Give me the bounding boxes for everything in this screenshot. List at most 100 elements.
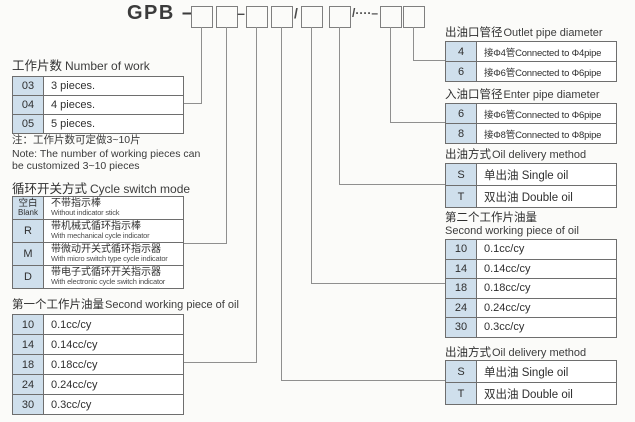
table-row: 8 接Φ8管Connected to Φ8pipe — [446, 123, 616, 143]
desc-cell: 带机械式循环指示棒 With mechanical cycle indicato… — [51, 220, 150, 241]
enter-pipe-title: 入油口管径Enter pipe diameter — [445, 89, 600, 101]
table-row: S 单出油 Single oil — [446, 361, 616, 382]
first-piece-oil-title: 第一个工作片油量Second working piece of oil — [12, 299, 239, 311]
table-row: 05 5 pieces. — [13, 114, 183, 133]
code-cell: 8 — [446, 124, 477, 143]
code-cell: M — [13, 243, 44, 265]
note-chinese: 注：工作片数可定做3~10片 — [12, 134, 141, 146]
outlet-pipe-table: 4 接Φ4管Connected to Φ4pipe 6 接Φ6管Connecte… — [445, 41, 617, 82]
desc-cell: 双出油 Double oil — [484, 191, 573, 204]
desc-cell: 不带指示棒 Without indicator stick — [51, 197, 120, 218]
connector-box1-vertical — [201, 27, 202, 103]
desc-cell: 0.14cc/cy — [484, 262, 531, 275]
code-cell: 6 — [446, 62, 477, 81]
table-row: 4 接Φ4管Connected to Φ4pipe — [446, 42, 616, 61]
code-box-7 — [380, 6, 402, 28]
code-cell: 4 — [446, 42, 477, 61]
desc-cell: 5 pieces. — [51, 118, 96, 130]
model-prefix: GPB – — [127, 2, 195, 24]
code-cell: 30 — [446, 318, 477, 337]
oil-delivery-2-title: 出油方式Oil delivery method — [445, 347, 587, 359]
desc-cell: 0.1cc/cy — [51, 318, 92, 331]
connector-box6-vertical — [339, 27, 340, 184]
code-box-6 — [329, 6, 351, 28]
table-row: 24 0.24cc/cy — [446, 297, 616, 317]
connector-box3-horizontal — [182, 362, 257, 363]
code-cell: 24 — [446, 298, 477, 317]
oil-delivery-1-title: 出油方式Oil delivery method — [445, 149, 587, 161]
code-cell: 18 — [446, 279, 477, 298]
code-cell: 10 — [13, 315, 44, 334]
table-row: R 带机械式循环指示棒 With mechanical cycle indica… — [13, 219, 183, 242]
desc-cell: 0.1cc/cy — [484, 243, 525, 256]
table-row: 30 0.3cc/cy — [13, 394, 183, 414]
table-row: 24 0.24cc/cy — [13, 374, 183, 394]
code-cell: 24 — [13, 375, 44, 394]
code-box-2 — [216, 6, 238, 28]
table-row: 空白 Blank 不带指示棒 Without indicator stick — [13, 197, 183, 219]
connector-box7-vertical — [390, 27, 391, 122]
table-row: 30 0.3cc/cy — [446, 317, 616, 337]
table-row: S 单出油 Single oil — [446, 164, 616, 185]
code-cell: 05 — [13, 115, 44, 133]
table-row: T 双出油 Double oil — [446, 185, 616, 207]
note-english-line2: be customized 3~10 pieces — [12, 160, 140, 172]
desc-cell: 单出油 Single oil — [484, 366, 569, 379]
note-english-line1: Note: The number of working pieces can — [12, 148, 201, 160]
table-row: 18 0.18cc/cy — [13, 354, 183, 374]
code-separator-slash: / — [294, 5, 298, 21]
connector-box1-horizontal — [182, 103, 202, 104]
code-separator-slash-dots: /····– — [352, 6, 378, 20]
code-cell: D — [13, 266, 44, 288]
second-piece-oil-table: 10 0.1cc/cy 14 0.14cc/cy 18 0.18cc/cy 24… — [445, 239, 617, 338]
code-cell: 14 — [13, 335, 44, 354]
table-row: 10 0.1cc/cy — [13, 315, 183, 334]
enter-pipe-table: 6 接Φ6管Connected to Φ6pipe 8 接Φ8管Connecte… — [445, 103, 617, 144]
code-cell: 空白 Blank — [13, 197, 44, 219]
oil-delivery-2-table: S 单出油 Single oil T 双出油 Double oil — [445, 360, 617, 405]
desc-cell: 接Φ6管Connected to Φ6pipe — [484, 109, 602, 121]
connector-box2-vertical — [226, 27, 227, 243]
connector-box2-horizontal — [182, 243, 227, 244]
connector-box7-horizontal — [390, 122, 445, 123]
code-cell: 03 — [13, 77, 44, 95]
outlet-pipe-title: 出油口管径Outlet pipe diameter — [445, 27, 603, 39]
desc-cell: 0.3cc/cy — [51, 398, 92, 411]
desc-cell: 双出油 Double oil — [484, 388, 573, 401]
code-cell: 6 — [446, 104, 477, 123]
connector-box8-vertical — [413, 27, 414, 60]
desc-cell: 0.18cc/cy — [51, 358, 98, 371]
connector-box4-horizontal — [281, 380, 445, 381]
code-separator-dash: – — [237, 5, 245, 21]
code-box-8 — [403, 6, 425, 28]
code-cell: S — [446, 361, 477, 382]
desc-cell: 带微动开关式循环指示器 With micro switch type cycle… — [51, 243, 168, 264]
table-row: 14 0.14cc/cy — [13, 334, 183, 354]
code-cell: S — [446, 164, 477, 185]
code-box-1 — [191, 6, 213, 28]
desc-cell: 3 pieces. — [51, 80, 96, 92]
table-row: 6 接Φ6管Connected to Φ6pipe — [446, 104, 616, 123]
connector-box5-vertical — [311, 27, 312, 283]
code-cell: 18 — [13, 355, 44, 374]
first-piece-oil-table: 10 0.1cc/cy 14 0.14cc/cy 18 0.18cc/cy 24… — [12, 314, 184, 415]
note-english: Note: The number of working pieces can b… — [12, 148, 200, 172]
cycle-switch-mode-table: 空白 Blank 不带指示棒 Without indicator stick R… — [12, 196, 184, 289]
code-cell: R — [13, 220, 44, 242]
code-box-4 — [271, 6, 293, 28]
desc-cell: 0.3cc/cy — [484, 321, 525, 334]
table-row: 18 0.18cc/cy — [446, 278, 616, 298]
desc-cell: 单出油 Single oil — [484, 169, 569, 182]
code-box-3 — [246, 6, 268, 28]
table-row: 03 3 pieces. — [13, 77, 183, 95]
desc-cell: 0.24cc/cy — [51, 378, 98, 391]
second-piece-oil-title: 第二个工作片油量 Second working piece of oil — [445, 212, 579, 237]
code-cell: 04 — [13, 96, 44, 114]
code-cell: T — [446, 186, 477, 207]
connector-box4-vertical — [281, 27, 282, 380]
desc-cell: 0.18cc/cy — [484, 282, 531, 295]
desc-cell: 接Φ6管Connected to Φ6pipe — [484, 67, 602, 79]
connector-box5-horizontal — [311, 283, 445, 284]
